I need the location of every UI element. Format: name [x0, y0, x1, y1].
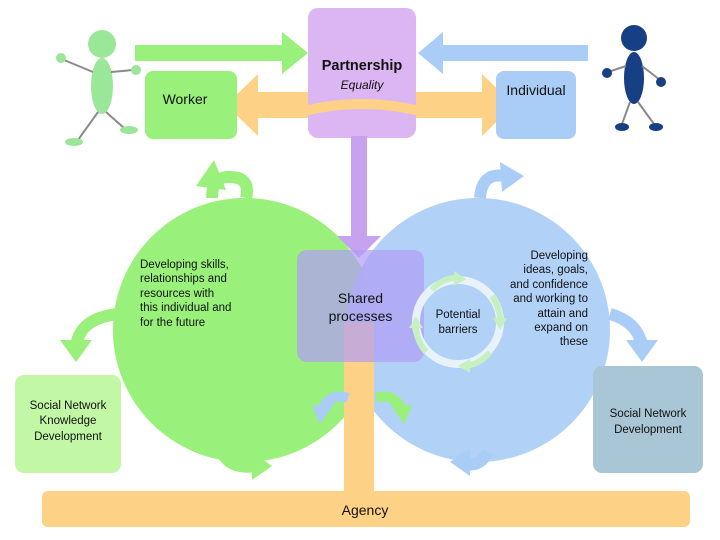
orange-curve	[298, 99, 426, 117]
agency-label: Agency	[341, 502, 389, 518]
green-curved-arrow-left-icon	[60, 308, 119, 362]
individual-label: Individual	[506, 82, 566, 98]
social-network-knowledge-box	[15, 375, 121, 473]
blue-curved-arrow-top-icon	[474, 162, 524, 199]
agency-bar	[42, 491, 690, 527]
person-green-icon	[56, 30, 141, 146]
social-network-knowledge-label: Social Network Knowledge Development	[29, 399, 107, 443]
worker-label: Worker	[162, 91, 208, 107]
potential-barriers-label: Potential barriers	[435, 309, 481, 336]
shared-processes-box	[297, 250, 424, 362]
individual-circle-text: Developing ideas, goals, and confidence …	[509, 250, 588, 349]
individual-box	[496, 71, 576, 139]
worker-box	[145, 71, 237, 139]
partnership-title: Partnership	[321, 58, 403, 74]
green-curved-arrow-top-icon	[196, 160, 253, 200]
blue-curved-arrow-right-icon	[608, 308, 658, 362]
center-curved-arrows-icon	[312, 391, 412, 424]
green-curved-arrow-bottom-icon	[216, 449, 272, 480]
person-blue-icon	[602, 25, 666, 131]
green-arrow-right-icon	[135, 32, 308, 74]
blue-curved-arrow-bottom-icon	[450, 448, 494, 476]
social-network-development-label: Social Network Development	[609, 407, 687, 436]
social-network-development-box	[593, 366, 703, 473]
worker-circle-text: Developing skills, relationships and res…	[140, 259, 232, 329]
shared-processes-label: Shared processes	[328, 289, 393, 324]
blue-arrow-left-icon	[418, 32, 588, 74]
purple-arrow-down-icon	[337, 136, 381, 258]
partnership-subtitle: Equality	[340, 78, 384, 92]
cycle-arrowheads-icon	[409, 271, 507, 373]
